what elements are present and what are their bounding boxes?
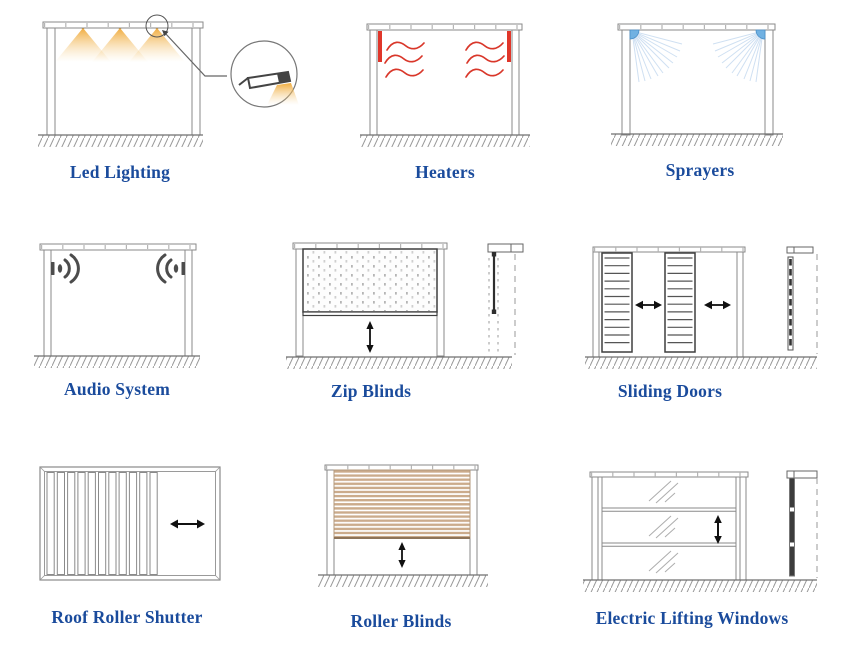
side-view-track — [786, 246, 818, 354]
sliding-doors-diagram — [585, 246, 818, 369]
pergola-frame — [366, 23, 523, 136]
label-led-lighting: Led Lighting — [69, 162, 171, 182]
electric-lifting-windows-diagram — [583, 470, 818, 592]
ground-hatch — [38, 134, 203, 147]
louvered-door-panel — [601, 252, 696, 353]
led-lighting-diagram — [38, 14, 299, 147]
up-down-arrow-icon — [366, 321, 374, 353]
audio-system-diagram — [34, 243, 200, 368]
spray-nozzle-icon — [629, 29, 766, 40]
ground-hatch — [360, 134, 530, 147]
side-view-track — [487, 243, 524, 355]
roof-slats — [46, 472, 158, 575]
heat-wave-icon — [384, 41, 505, 78]
ground-hatch — [286, 356, 512, 369]
roller-blind-fabric — [333, 469, 471, 539]
label-electric-lifting-windows: Electric Lifting Windows — [595, 608, 789, 628]
zip-blinds-diagram — [286, 242, 524, 369]
left-right-arrow-icon — [170, 519, 205, 529]
ground-hatch — [611, 133, 783, 146]
left-right-arrow-icon — [635, 300, 731, 310]
sprayers-diagram — [611, 23, 783, 146]
label-heaters: Heaters — [415, 162, 475, 182]
pergola-frame — [39, 243, 197, 357]
glass-panels — [601, 476, 737, 581]
glass-reflection-marks — [648, 480, 679, 574]
ground-hatch — [318, 574, 488, 587]
led-profile-icon — [238, 70, 299, 105]
label-sliding-doors: Sliding Doors — [617, 381, 723, 401]
heaters-diagram — [360, 23, 530, 147]
ground-hatch — [583, 579, 817, 592]
roof-roller-shutter-diagram — [39, 466, 221, 581]
roller-blinds-diagram — [318, 464, 488, 587]
side-view-track — [786, 470, 818, 578]
detail-callout — [145, 14, 299, 108]
ground-hatch — [34, 355, 200, 368]
speaker-waves-icon — [51, 253, 185, 284]
label-roller-blinds: Roller Blinds — [350, 611, 452, 631]
label-roof-roller-shutter: Roof Roller Shutter — [51, 607, 203, 627]
label-audio-system: Audio System — [64, 379, 170, 399]
zip-fabric — [302, 248, 438, 317]
spray-mist — [631, 30, 764, 83]
ground-hatch — [585, 356, 817, 369]
up-down-arrow-icon — [398, 542, 406, 568]
label-sprayers: Sprayers — [665, 160, 735, 180]
heater-element — [378, 31, 511, 62]
up-down-arrow-icon — [714, 515, 722, 544]
label-zip-blinds: Zip Blinds — [330, 381, 412, 401]
